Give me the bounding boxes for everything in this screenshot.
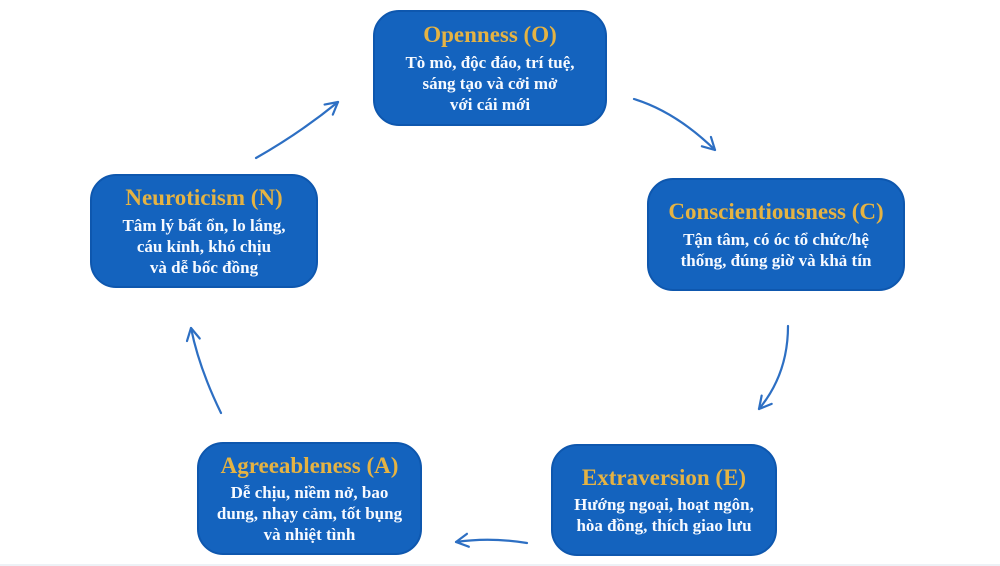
node-extraversion-description: Hướng ngoại, hoạt ngôn, hòa đồng, thích … [574, 495, 754, 536]
node-openness: Openness (O) Tò mò, độc đáo, trí tuệ, sá… [373, 10, 607, 126]
node-conscientiousness-description: Tận tâm, có óc tổ chức/hệ thống, đúng gi… [680, 229, 872, 270]
arrow-conscientiousness-to-extraversion-icon [757, 324, 790, 411]
node-agreeableness-description: Dễ chịu, niềm nở, bao dung, nhạy cảm, tố… [216, 483, 403, 545]
node-neuroticism: Neuroticism (N) Tâm lý bất ổn, lo lắng, … [90, 174, 318, 288]
node-neuroticism-title: Neuroticism (N) [125, 185, 283, 211]
node-conscientiousness: Conscientiousness (C) Tận tâm, có óc tổ … [647, 178, 905, 291]
arrow-agreeableness-to-neuroticism-icon [185, 326, 223, 415]
node-openness-title: Openness (O) [423, 22, 557, 48]
node-agreeableness-title: Agreeableness (A) [220, 452, 399, 478]
node-openness-description: Tò mò, độc đáo, trí tuệ, sáng tạo và cởi… [405, 52, 575, 114]
bottom-edge-divider [0, 564, 1000, 566]
arrow-extraversion-to-agreeableness-icon [454, 532, 529, 548]
arrow-openness-to-conscientiousness-icon [632, 97, 717, 152]
arrow-neuroticism-to-openness-icon [254, 100, 340, 160]
node-conscientiousness-title: Conscientiousness (C) [668, 199, 884, 225]
node-extraversion-title: Extraversion (E) [581, 464, 747, 490]
node-extraversion: Extraversion (E) Hướng ngoại, hoạt ngôn,… [551, 444, 777, 556]
node-agreeableness: Agreeableness (A) Dễ chịu, niềm nở, bao … [197, 442, 422, 555]
node-neuroticism-description: Tâm lý bất ổn, lo lắng, cáu kỉnh, khó ch… [122, 215, 286, 277]
